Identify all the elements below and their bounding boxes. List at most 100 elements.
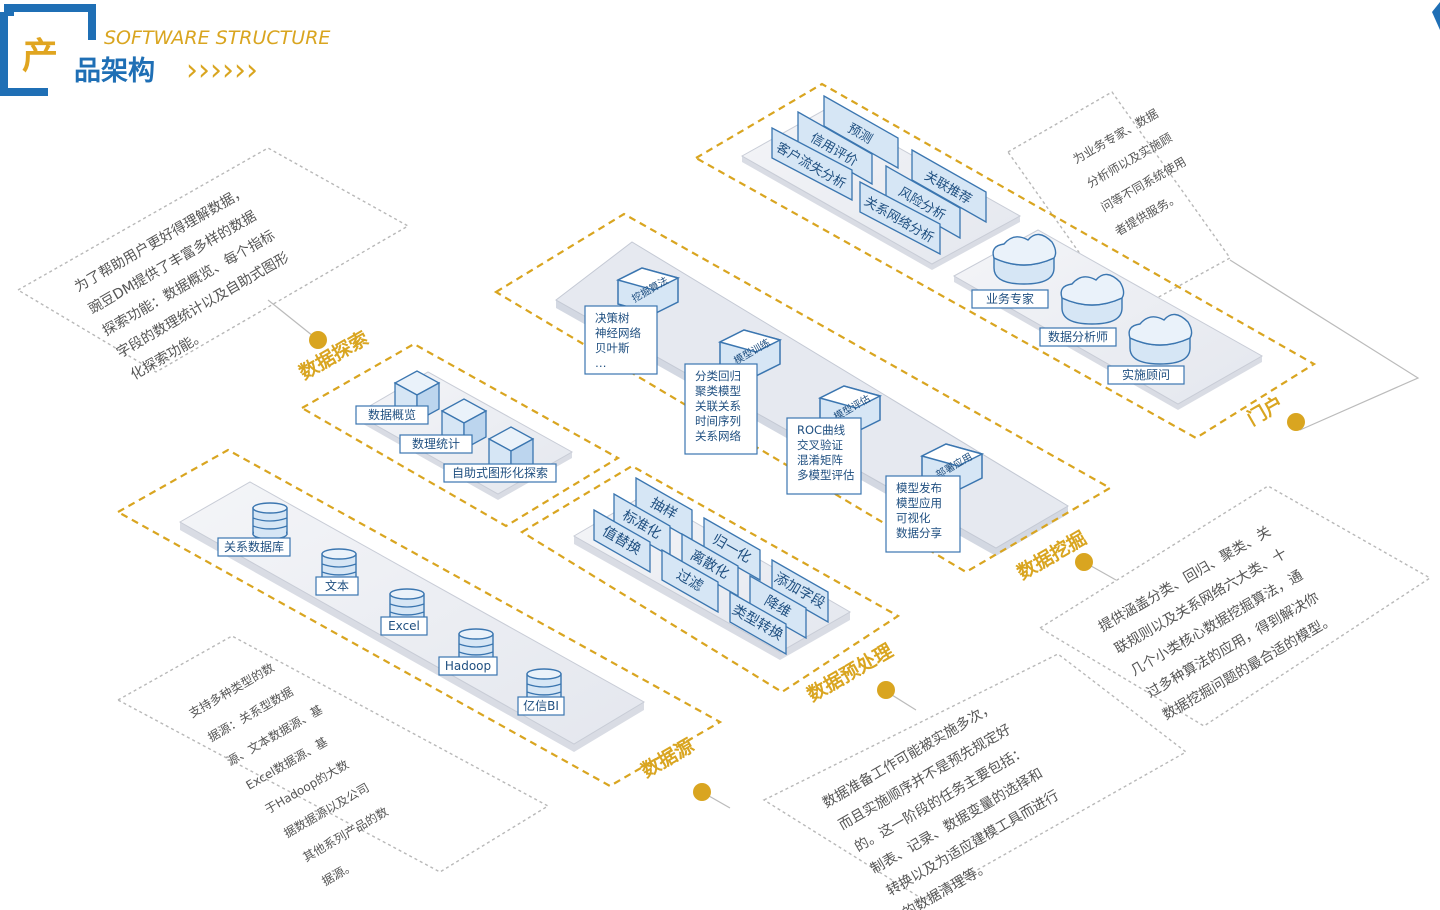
datasource-label-text: Hadoop bbox=[445, 659, 491, 673]
datasource-dashed-frame bbox=[115, 448, 723, 788]
mining-step-item: 贝叶斯 bbox=[595, 341, 630, 355]
mining-step-item: 聚类模型 bbox=[695, 384, 741, 398]
exploration-dashed-frame bbox=[299, 342, 621, 528]
datasource-label-text: 亿信BI bbox=[523, 698, 559, 713]
description-preprocess: 数据准备工作可能被实施多次，而且实施顺序并不是预先规定好的。这一阶段的任务主要包… bbox=[820, 699, 1062, 910]
datasource-label: Excel bbox=[380, 616, 428, 636]
datasource-label: 文本 bbox=[315, 576, 359, 596]
exploration-dot bbox=[309, 331, 327, 349]
portal-user-label-text: 数据分析师 bbox=[1048, 329, 1108, 344]
portal-user-label-box bbox=[971, 289, 1049, 309]
portal-user-label-box bbox=[1039, 327, 1117, 347]
header: 产 品架构 SOFTWARE STRUCTURE ›››››› bbox=[0, 4, 330, 96]
header-bracket-right bbox=[88, 4, 96, 40]
exploration-label-box bbox=[399, 434, 473, 454]
datasource-label-text: Excel bbox=[388, 619, 420, 633]
preprocess-tile: 抽样 bbox=[635, 476, 693, 542]
exploration-label-text: 自助式图形化探索 bbox=[452, 466, 548, 480]
exploration-label-box bbox=[355, 405, 429, 425]
desc-frame-mining bbox=[1038, 485, 1432, 727]
mining-step-item: 关联关系 bbox=[695, 399, 741, 413]
user-icon bbox=[1128, 313, 1193, 365]
portal-title: 门户 bbox=[1243, 391, 1287, 430]
mining-step-list bbox=[684, 363, 758, 455]
exploration-label-box bbox=[443, 463, 557, 483]
portal-user-label-text: 实施顾问 bbox=[1122, 367, 1170, 382]
section-portal: 预测信用评价客户流失分析关联推荐风险分析关系网络分析业务专家数据分析师实施顾问 … bbox=[693, 82, 1317, 440]
portal-user-label-box bbox=[1107, 365, 1185, 385]
datasource-label-box bbox=[438, 656, 498, 676]
header-subtitle: SOFTWARE STRUCTURE bbox=[104, 27, 330, 49]
description-line: 源、文本数据源、基 bbox=[224, 702, 325, 769]
user-icon bbox=[992, 233, 1057, 285]
mining-step-item: 多模型评估 bbox=[797, 468, 855, 482]
portal-dashed-frame bbox=[693, 82, 1317, 440]
description-exploration: 为了帮助用户更好得理解数据，豌豆DM提供了丰富多样的数据探索功能：数据概览、每个… bbox=[72, 183, 292, 384]
portal-user-label-text: 业务专家 bbox=[986, 291, 1034, 306]
header-title-first: 产 bbox=[22, 36, 58, 77]
exploration-label: 数据概览 bbox=[355, 405, 429, 425]
datasource-label-box bbox=[517, 696, 565, 716]
mining-step: 挖掘算法决策树神经网络贝叶斯… bbox=[584, 267, 681, 375]
preprocess-dot bbox=[877, 681, 895, 699]
mining-step-item: 混淆矩阵 bbox=[797, 453, 843, 467]
desc-frame-exploration bbox=[16, 147, 410, 373]
description-datasource: 支持多种类型的数据源：关系型数据源、文本数据源、基Excel数据源、基于Hado… bbox=[186, 660, 391, 889]
exploration-label: 自助式图形化探索 bbox=[443, 463, 557, 483]
exploration-label: 数理统计 bbox=[399, 434, 473, 454]
datasource-label-box bbox=[380, 616, 428, 636]
mining-step-item: 时间序列 bbox=[695, 414, 741, 428]
description-line: 据源。 bbox=[320, 858, 358, 888]
datasource-label-text: 文本 bbox=[325, 578, 349, 593]
datasource-label: 关系数据库 bbox=[217, 537, 291, 557]
datasource-label-text: 关系数据库 bbox=[224, 539, 284, 554]
mining-step-item: 神经网络 bbox=[595, 326, 641, 340]
connectors bbox=[267, 259, 1420, 809]
mining-dot bbox=[1075, 553, 1093, 571]
mining-step-list bbox=[885, 475, 961, 553]
portal-app-tile: 预测 bbox=[823, 94, 899, 170]
datasource-dot bbox=[693, 783, 711, 801]
mining-step-item: 数据分享 bbox=[896, 526, 942, 540]
mining-step-item: 可视化 bbox=[896, 511, 931, 525]
preprocess-tile: 降维 bbox=[749, 574, 807, 640]
section-mining: 挖掘算法决策树神经网络贝叶斯…模型训练分类回归聚类模型关联关系时间序列关系网络模… bbox=[493, 212, 1113, 584]
header-title-rest: 品架构 bbox=[74, 56, 155, 87]
portal-user-label: 数据分析师 bbox=[1039, 327, 1117, 347]
mining-step-item: 模型应用 bbox=[896, 496, 942, 510]
preprocess-tile: 过滤 bbox=[661, 548, 719, 614]
user-icon bbox=[1060, 273, 1125, 325]
database-icon bbox=[252, 502, 288, 540]
preprocess-dashed-frame bbox=[519, 464, 901, 694]
portal-dot bbox=[1287, 413, 1305, 431]
datasource-title: 数据源 bbox=[637, 734, 698, 782]
mining-step-item: 交叉验证 bbox=[797, 438, 843, 452]
description-mining: 提供涵盖分类、回归、聚类、关联规则以及关系网络六大类、十几个小类核心数据挖掘算法… bbox=[1096, 523, 1338, 724]
mining-step-item: 关系网络 bbox=[695, 429, 741, 443]
exploration-title: 数据探索 bbox=[295, 326, 372, 384]
mining-step-item: ROC曲线 bbox=[797, 423, 846, 437]
mining-step-list bbox=[584, 305, 658, 375]
datasource-label-box bbox=[315, 576, 359, 596]
mining-step-item: 决策树 bbox=[595, 311, 630, 325]
desc-frame-preprocess bbox=[762, 653, 1188, 901]
header-bracket-top bbox=[4, 4, 96, 12]
mining-step-item: 模型发布 bbox=[896, 481, 942, 495]
datasource-label: Hadoop bbox=[438, 656, 498, 676]
exploration-label-text: 数理统计 bbox=[412, 436, 460, 451]
portal-user-label: 实施顾问 bbox=[1107, 365, 1185, 385]
mining-step-item: 分类回归 bbox=[695, 369, 741, 383]
datasource-label: 亿信BI bbox=[517, 696, 565, 716]
datasource-label-box bbox=[217, 537, 291, 557]
header-arrows: ›››››› bbox=[186, 53, 258, 88]
mining-step-item: … bbox=[595, 356, 607, 370]
portal-user-label: 业务专家 bbox=[971, 289, 1049, 309]
mining-step-list bbox=[786, 417, 862, 495]
